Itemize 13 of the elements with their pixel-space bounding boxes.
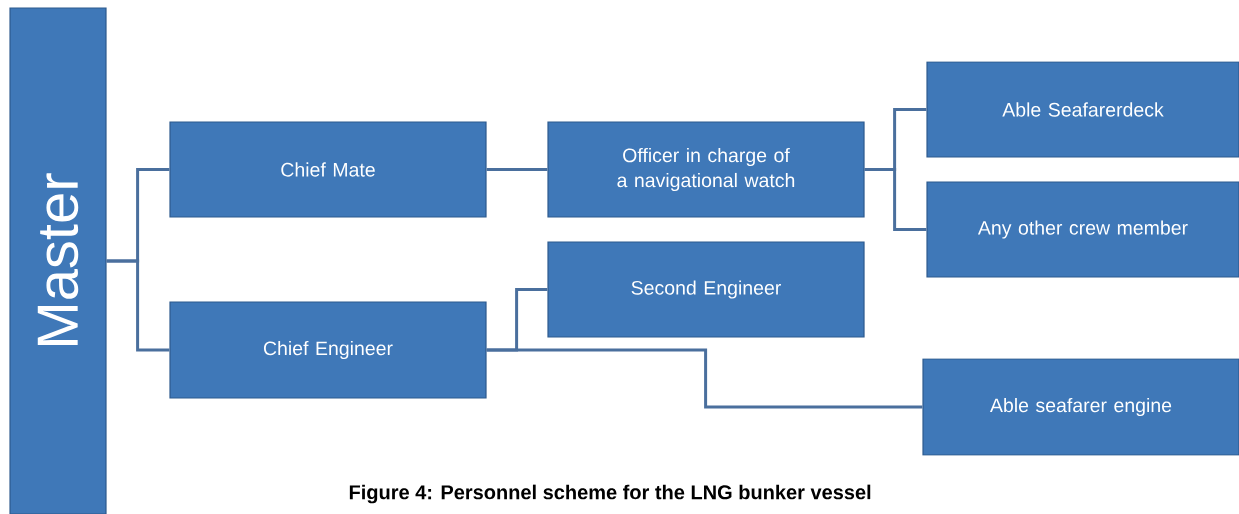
role-box: Able seafarer engine	[922, 358, 1239, 456]
role-box: Able Seafarerdeck	[926, 61, 1239, 158]
caption: Figure 4: Personnel scheme for the LNG bunker vessel	[349, 484, 871, 504]
role-box: Any other crew member	[926, 181, 1239, 278]
connector-line	[864, 168, 927, 231]
title-bar: Master	[9, 7, 107, 514]
connector-line	[486, 348, 923, 409]
connector-line	[106, 259, 170, 352]
role-box: Chief Engineer	[169, 301, 487, 399]
role-box: Chief Mate	[169, 121, 487, 218]
role-box: Officer in charge of a navigational watch	[547, 121, 865, 218]
role-box: Second Engineer	[547, 241, 865, 338]
connector-line	[486, 168, 548, 171]
